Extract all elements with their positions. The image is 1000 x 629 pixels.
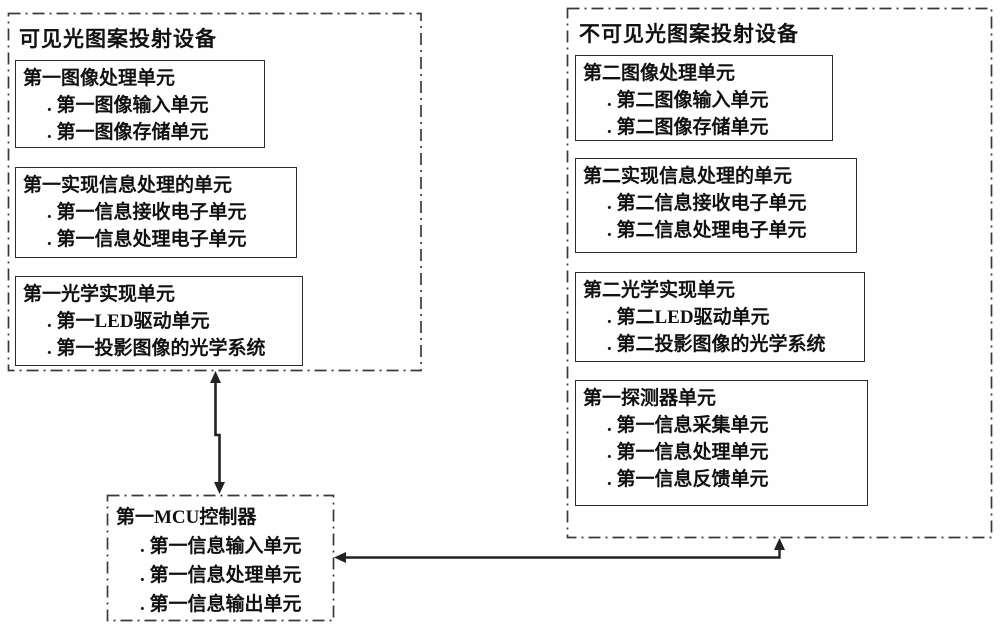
unit-item: . 第一信息处理单元 xyxy=(140,565,302,586)
unit-item: . 第二信息接收电子单元 xyxy=(607,193,807,214)
unit-heading: 第二光学实现单元 xyxy=(583,280,736,301)
unit-item: . 第二投影图像的光学系统 xyxy=(607,334,826,355)
unit-item: . 第一信息反馈单元 xyxy=(607,469,769,490)
unit-item: . 第一LED驱动单元 xyxy=(47,311,210,332)
unit-box-second-image-processing: 第二图像处理单元 . 第二图像输入单元 . 第二图像存储单元 xyxy=(575,55,833,141)
invisible-light-device-title: 不可见光图案投射设备 xyxy=(579,22,799,46)
unit-box-first-image-processing: 第一图像处理单元 . 第一图像输入单元 . 第一图像存储单元 xyxy=(15,60,265,148)
unit-item: . 第二图像输入单元 xyxy=(607,90,769,111)
unit-item: . 第一投影图像的光学系统 xyxy=(47,338,266,359)
unit-item: . 第二信息处理电子单元 xyxy=(607,220,807,241)
unit-heading: 第一光学实现单元 xyxy=(23,284,176,305)
unit-box-second-info-processing: 第二实现信息处理的单元 . 第二信息接收电子单元 . 第二信息处理电子单元 xyxy=(575,158,857,253)
unit-item: . 第一信息接收电子单元 xyxy=(47,202,247,223)
unit-item: . 第一信息处理单元 xyxy=(607,442,769,463)
unit-item: . 第一图像存储单元 xyxy=(47,122,209,143)
unit-item: . 第一信息采集单元 xyxy=(607,415,769,436)
unit-heading: 第一探测器单元 xyxy=(583,388,717,409)
unit-item: . 第一信息输出单元 xyxy=(140,594,302,615)
unit-item: . 第二LED驱动单元 xyxy=(607,307,770,328)
unit-heading: 第二图像处理单元 xyxy=(583,63,736,84)
unit-box-first-optical: 第一光学实现单元 . 第一LED驱动单元 . 第一投影图像的光学系统 xyxy=(15,276,303,366)
bidirectional-arrow-left-device-mcu-icon xyxy=(210,371,225,494)
unit-box-second-optical: 第二光学实现单元 . 第二LED驱动单元 . 第二投影图像的光学系统 xyxy=(575,272,865,362)
unit-box-first-info-processing: 第一实现信息处理的单元 . 第一信息接收电子单元 . 第一信息处理电子单元 xyxy=(15,167,297,258)
visible-light-device-title: 可见光图案投射设备 xyxy=(19,27,217,51)
bidirectional-arrow-right-device-mcu-icon xyxy=(334,538,785,563)
unit-box-first-detector: 第一探测器单元 . 第一信息采集单元 . 第一信息处理单元 . 第一信息反馈单元 xyxy=(575,380,868,506)
unit-heading: 第二实现信息处理的单元 xyxy=(583,166,793,187)
unit-item: . 第一信息输入单元 xyxy=(140,536,302,557)
unit-heading: 第一实现信息处理的单元 xyxy=(23,175,233,196)
unit-item: . 第二图像存储单元 xyxy=(607,117,769,138)
mcu-controller-group: 第一MCU控制器 . 第一信息输入单元 . 第一信息处理单元 . 第一信息输出单… xyxy=(107,495,334,620)
mcu-heading: 第一MCU控制器 xyxy=(116,507,257,528)
unit-heading: 第一图像处理单元 xyxy=(23,68,176,89)
unit-item: . 第一图像输入单元 xyxy=(47,95,209,116)
unit-item: . 第一信息处理电子单元 xyxy=(47,229,247,250)
